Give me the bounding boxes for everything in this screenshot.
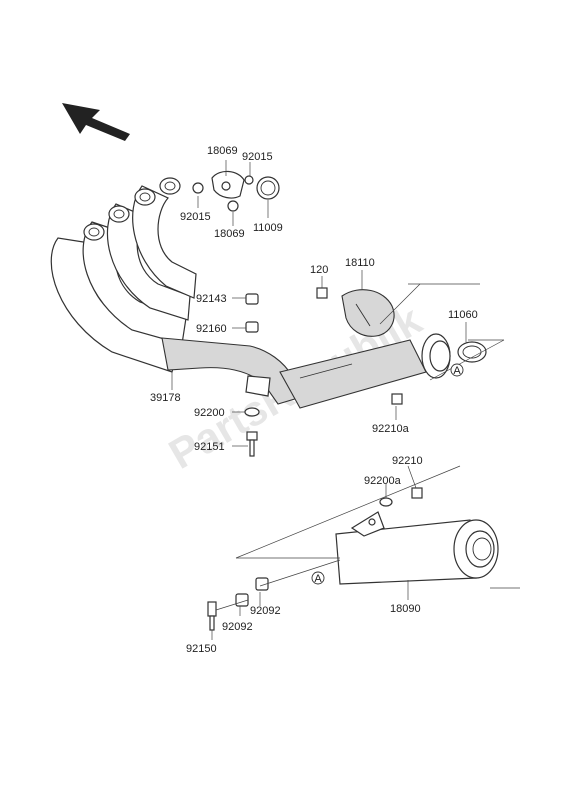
- svg-text:A: A: [453, 365, 461, 377]
- label-18110: 18110: [345, 257, 375, 269]
- label-92015-left: 92015: [180, 211, 211, 223]
- label-120: 120: [310, 264, 328, 276]
- label-18069-top: 18069: [207, 145, 238, 157]
- label-92160: 92160: [196, 323, 227, 335]
- mid-pipe: [279, 333, 451, 409]
- part-labels: 18069 92015 92015 18069 11009 120 18110 …: [150, 145, 478, 655]
- label-92200: 92200: [194, 407, 225, 419]
- label-11060: 11060: [448, 309, 478, 321]
- label-92151: 92151: [194, 441, 225, 453]
- direction-arrow-icon: [62, 103, 130, 141]
- callout-a-upper: A: [450, 363, 464, 377]
- label-18090: 18090: [390, 603, 421, 615]
- label-92015-top: 92015: [242, 151, 273, 163]
- label-18069-bottom: 18069: [214, 228, 245, 240]
- label-92143: 92143: [196, 293, 227, 305]
- label-39178: 39178: [150, 392, 181, 404]
- svg-text:A: A: [314, 573, 322, 585]
- label-92200a: 92200a: [364, 475, 402, 487]
- exhaust-header-pipes: [50, 177, 299, 405]
- label-92210: 92210: [392, 455, 423, 467]
- label-92150: 92150: [186, 643, 217, 655]
- muffler: [335, 511, 499, 585]
- callout-a-lower: A: [311, 571, 325, 585]
- label-92092-a: 92092: [250, 605, 281, 617]
- hardware: [192, 170, 487, 631]
- label-11009: 11009: [253, 222, 283, 234]
- leader-lines: [171, 160, 467, 640]
- label-92092-b: 92092: [222, 621, 253, 633]
- guide-lines: [215, 283, 520, 611]
- label-92210a: 92210a: [372, 423, 410, 435]
